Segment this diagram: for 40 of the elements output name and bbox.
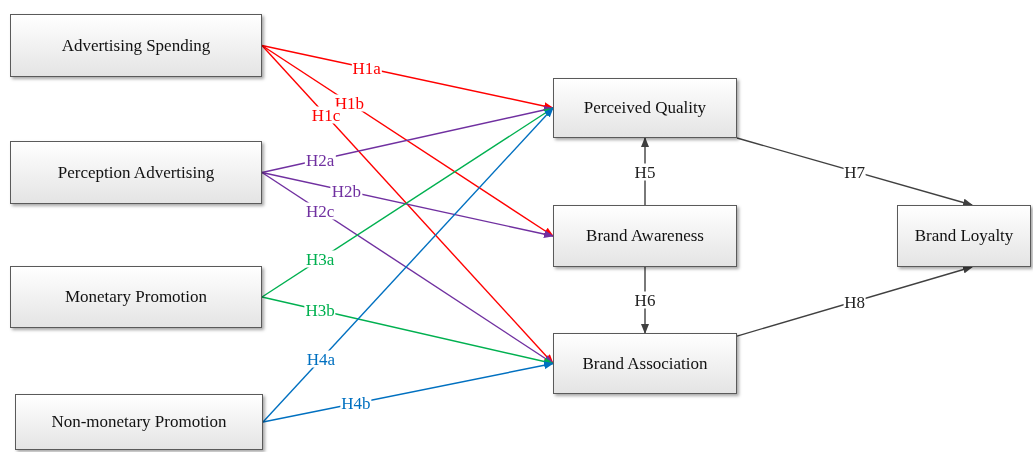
factor-box: [10, 14, 262, 77]
edge-label: H6: [633, 291, 657, 309]
arrow: [262, 107, 554, 423]
arrow: [261, 171, 554, 238]
factor-box: [553, 78, 737, 138]
factor-box: [10, 141, 262, 204]
arrow: [261, 44, 554, 110]
factor-label: Brand Loyalty: [914, 226, 1014, 246]
arrow: [261, 107, 554, 298]
factor-label: Brand Awareness: [586, 226, 704, 246]
edge-label: H2b: [330, 182, 362, 200]
edge-label: H3a: [305, 250, 336, 268]
edge-label: H5: [633, 163, 657, 180]
edge-label: H3b: [304, 301, 336, 319]
factor-box: [553, 205, 737, 267]
arrow: [736, 265, 973, 337]
factor-label: Non-monetary Promotion: [51, 412, 227, 432]
arrow: [261, 106, 554, 174]
factor-box: [10, 266, 262, 328]
factor-label: Advertising Spending: [61, 35, 211, 56]
arrow: [261, 44, 554, 237]
factor-label: Monetary Promotion: [64, 287, 208, 307]
arrow: [736, 137, 973, 207]
factor-label: Perception Advertising: [57, 162, 215, 183]
edge-label: H1b: [333, 94, 365, 112]
arrow: [641, 137, 649, 206]
arrow: [261, 296, 554, 366]
arrow: [262, 361, 554, 423]
edge-label: H4a: [305, 350, 337, 368]
factor-box: [15, 394, 263, 450]
arrow: [261, 171, 554, 365]
factor-box: [553, 333, 737, 394]
factor-box: [897, 205, 1031, 267]
factor-label: Brand Association: [582, 353, 708, 374]
edge-label: H2c: [305, 202, 336, 220]
edge-label: H4b: [340, 394, 372, 412]
edge-label: H1c: [310, 106, 342, 124]
arrow: [261, 44, 554, 365]
arrow: [641, 266, 649, 334]
factor-label: Perceived Quality: [583, 98, 707, 118]
